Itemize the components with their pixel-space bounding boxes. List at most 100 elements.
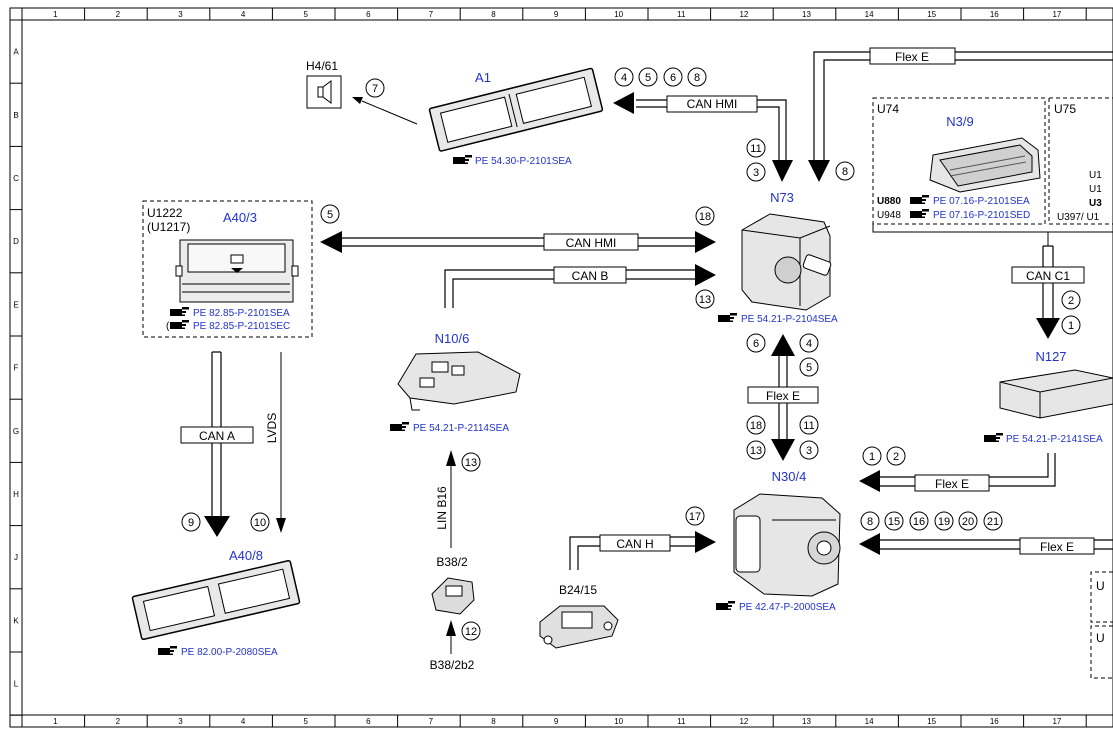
svg-text:PE 54.30-P-2101SEA: PE 54.30-P-2101SEA	[475, 156, 572, 167]
svg-text:17: 17	[689, 511, 701, 523]
grid-column-label: 8	[491, 10, 496, 19]
u75-code: U75	[1054, 102, 1076, 116]
grid-column-label: 14	[865, 10, 874, 19]
grid-row-label: K	[13, 616, 19, 625]
lvds-label: LVDS	[265, 413, 279, 443]
grid-column-label: 4	[241, 717, 246, 726]
lin-b16-label: LIN B16	[435, 486, 449, 530]
svg-text:4: 4	[806, 338, 812, 350]
marker-13-can-b: 13	[695, 289, 715, 309]
grid-row-label: B	[13, 111, 18, 120]
svg-text:13: 13	[699, 294, 711, 306]
speaker-icon	[306, 75, 342, 109]
u74-bracket	[872, 224, 1113, 233]
can-c1-label: CAN C1	[1026, 269, 1070, 283]
grid-column-label: 1	[53, 717, 58, 726]
markers-flex-e-h: 1 2	[862, 446, 906, 466]
n30-4-module-image	[733, 493, 841, 597]
svg-text:1: 1	[1068, 320, 1074, 332]
grid-column-label: 5	[303, 717, 308, 726]
svg-text:PE 54.21-P-2104SEA: PE 54.21-P-2104SEA	[741, 314, 838, 325]
grid-column-label: 17	[1052, 10, 1061, 19]
reference-link-a40-3-b[interactable]: ( PE 82.85-P-2101SEC	[166, 320, 290, 332]
svg-text:18: 18	[699, 211, 711, 223]
svg-text:6: 6	[670, 72, 676, 84]
flex-e-h-label: Flex E	[935, 477, 969, 491]
reference-link-a40-3-a[interactable]: PE 82.85-P-2101SEA	[170, 307, 290, 319]
n3-9-module-image	[929, 137, 1041, 193]
svg-text:16: 16	[913, 516, 925, 528]
n30-4-label: N30/4	[772, 469, 807, 484]
svg-text:12: 12	[465, 626, 477, 638]
reference-link-n3-9-a[interactable]: PE 07.16-P-2101SEA	[910, 195, 1030, 207]
svg-text:19: 19	[938, 516, 950, 528]
grid-row-label: J	[14, 553, 18, 562]
svg-text:5: 5	[327, 209, 333, 221]
a1-label: A1	[475, 70, 491, 85]
grid-column-label: 4	[241, 10, 246, 19]
reference-link-n30-4[interactable]: PE 42.47-P-2000SEA	[716, 601, 836, 613]
svg-text:13: 13	[750, 445, 762, 457]
reference-link-n3-9-b[interactable]: PE 07.16-P-2101SED	[910, 209, 1030, 221]
flex-e-j-arrowhead	[859, 533, 880, 555]
can-b-label: CAN B	[572, 269, 609, 283]
svg-text:6: 6	[753, 338, 759, 350]
svg-text:8: 8	[694, 72, 700, 84]
markers-n127: 2 1	[1061, 290, 1081, 335]
reference-link-n73[interactable]: PE 54.21-P-2104SEA	[718, 313, 838, 325]
b24-15-sensor-image	[539, 605, 619, 649]
h4-61-label: H4/61	[306, 59, 338, 73]
flex-e-mid-label: Flex E	[766, 389, 800, 403]
n10-6-label: N10/6	[435, 331, 470, 346]
svg-text:5: 5	[806, 362, 812, 374]
grid-column-label: 2	[116, 10, 121, 19]
can-a-arrowhead	[204, 516, 230, 537]
reference-link-a40-8[interactable]: PE 82.00-P-2080SEA	[158, 646, 278, 658]
svg-text:PE 54.21-P-2114SEA: PE 54.21-P-2114SEA	[413, 423, 509, 434]
markers-flex-e-mid: 6 4 5 18 11 13 3	[746, 333, 819, 460]
grid-column-label: 15	[927, 717, 936, 726]
grid-column-label: 7	[429, 10, 434, 19]
svg-text:4: 4	[621, 72, 627, 84]
grid-column-label: 12	[739, 717, 748, 726]
can-hmi-mid-label: CAN HMI	[566, 236, 617, 250]
grid-row-label: C	[13, 174, 19, 183]
grid-column-label: 3	[178, 10, 183, 19]
grid-row-label: G	[13, 427, 19, 436]
grid-column-label: 11	[677, 10, 686, 19]
u74-code: U74	[877, 102, 899, 116]
svg-text:8: 8	[842, 166, 848, 178]
right-edge-boxes	[1090, 571, 1113, 679]
reference-link-n127[interactable]: PE 54.21-P-2141SEA	[984, 433, 1103, 445]
flex-e-j-label: Flex E	[1040, 540, 1074, 554]
u880-code: U880	[877, 196, 901, 207]
b24-15-label: B24/15	[559, 583, 597, 597]
lin-b16-arrowhead	[446, 450, 456, 466]
grid-column-label: 6	[366, 717, 371, 726]
svg-text:9: 9	[188, 517, 194, 529]
grid-column-label: 10	[614, 10, 623, 19]
flex-e-mid-arrowhead-up	[771, 334, 795, 356]
n10-6-module-image	[397, 351, 521, 411]
marker-13-lin: 13	[461, 452, 481, 472]
u1222-group	[142, 200, 313, 338]
grid-column-label: 12	[739, 10, 748, 19]
grid-row-label: F	[14, 364, 19, 373]
svg-text:15: 15	[888, 516, 900, 528]
svg-text:PE 42.47-P-2000SEA: PE 42.47-P-2000SEA	[739, 602, 836, 613]
grid-column-label: 16	[990, 10, 999, 19]
grid-column-label: 17	[1052, 717, 1061, 726]
reference-link-n10-6[interactable]: PE 54.21-P-2114SEA	[390, 422, 509, 434]
markers-flex-e-j: 8 15 16 19 20 21	[860, 511, 1003, 531]
can-b-arrowhead	[695, 264, 716, 286]
grid-column-label: 16	[990, 717, 999, 726]
a40-8-label: A40/8	[229, 548, 263, 563]
svg-text:7: 7	[372, 83, 378, 95]
marker-12: 12	[461, 621, 481, 641]
reference-link-a1[interactable]: PE 54.30-P-2101SEA	[453, 155, 572, 167]
n73-top-arrowhead-right	[808, 160, 830, 182]
flex-e-h-arrowhead	[859, 470, 880, 492]
grid-column-label: 11	[677, 717, 686, 726]
